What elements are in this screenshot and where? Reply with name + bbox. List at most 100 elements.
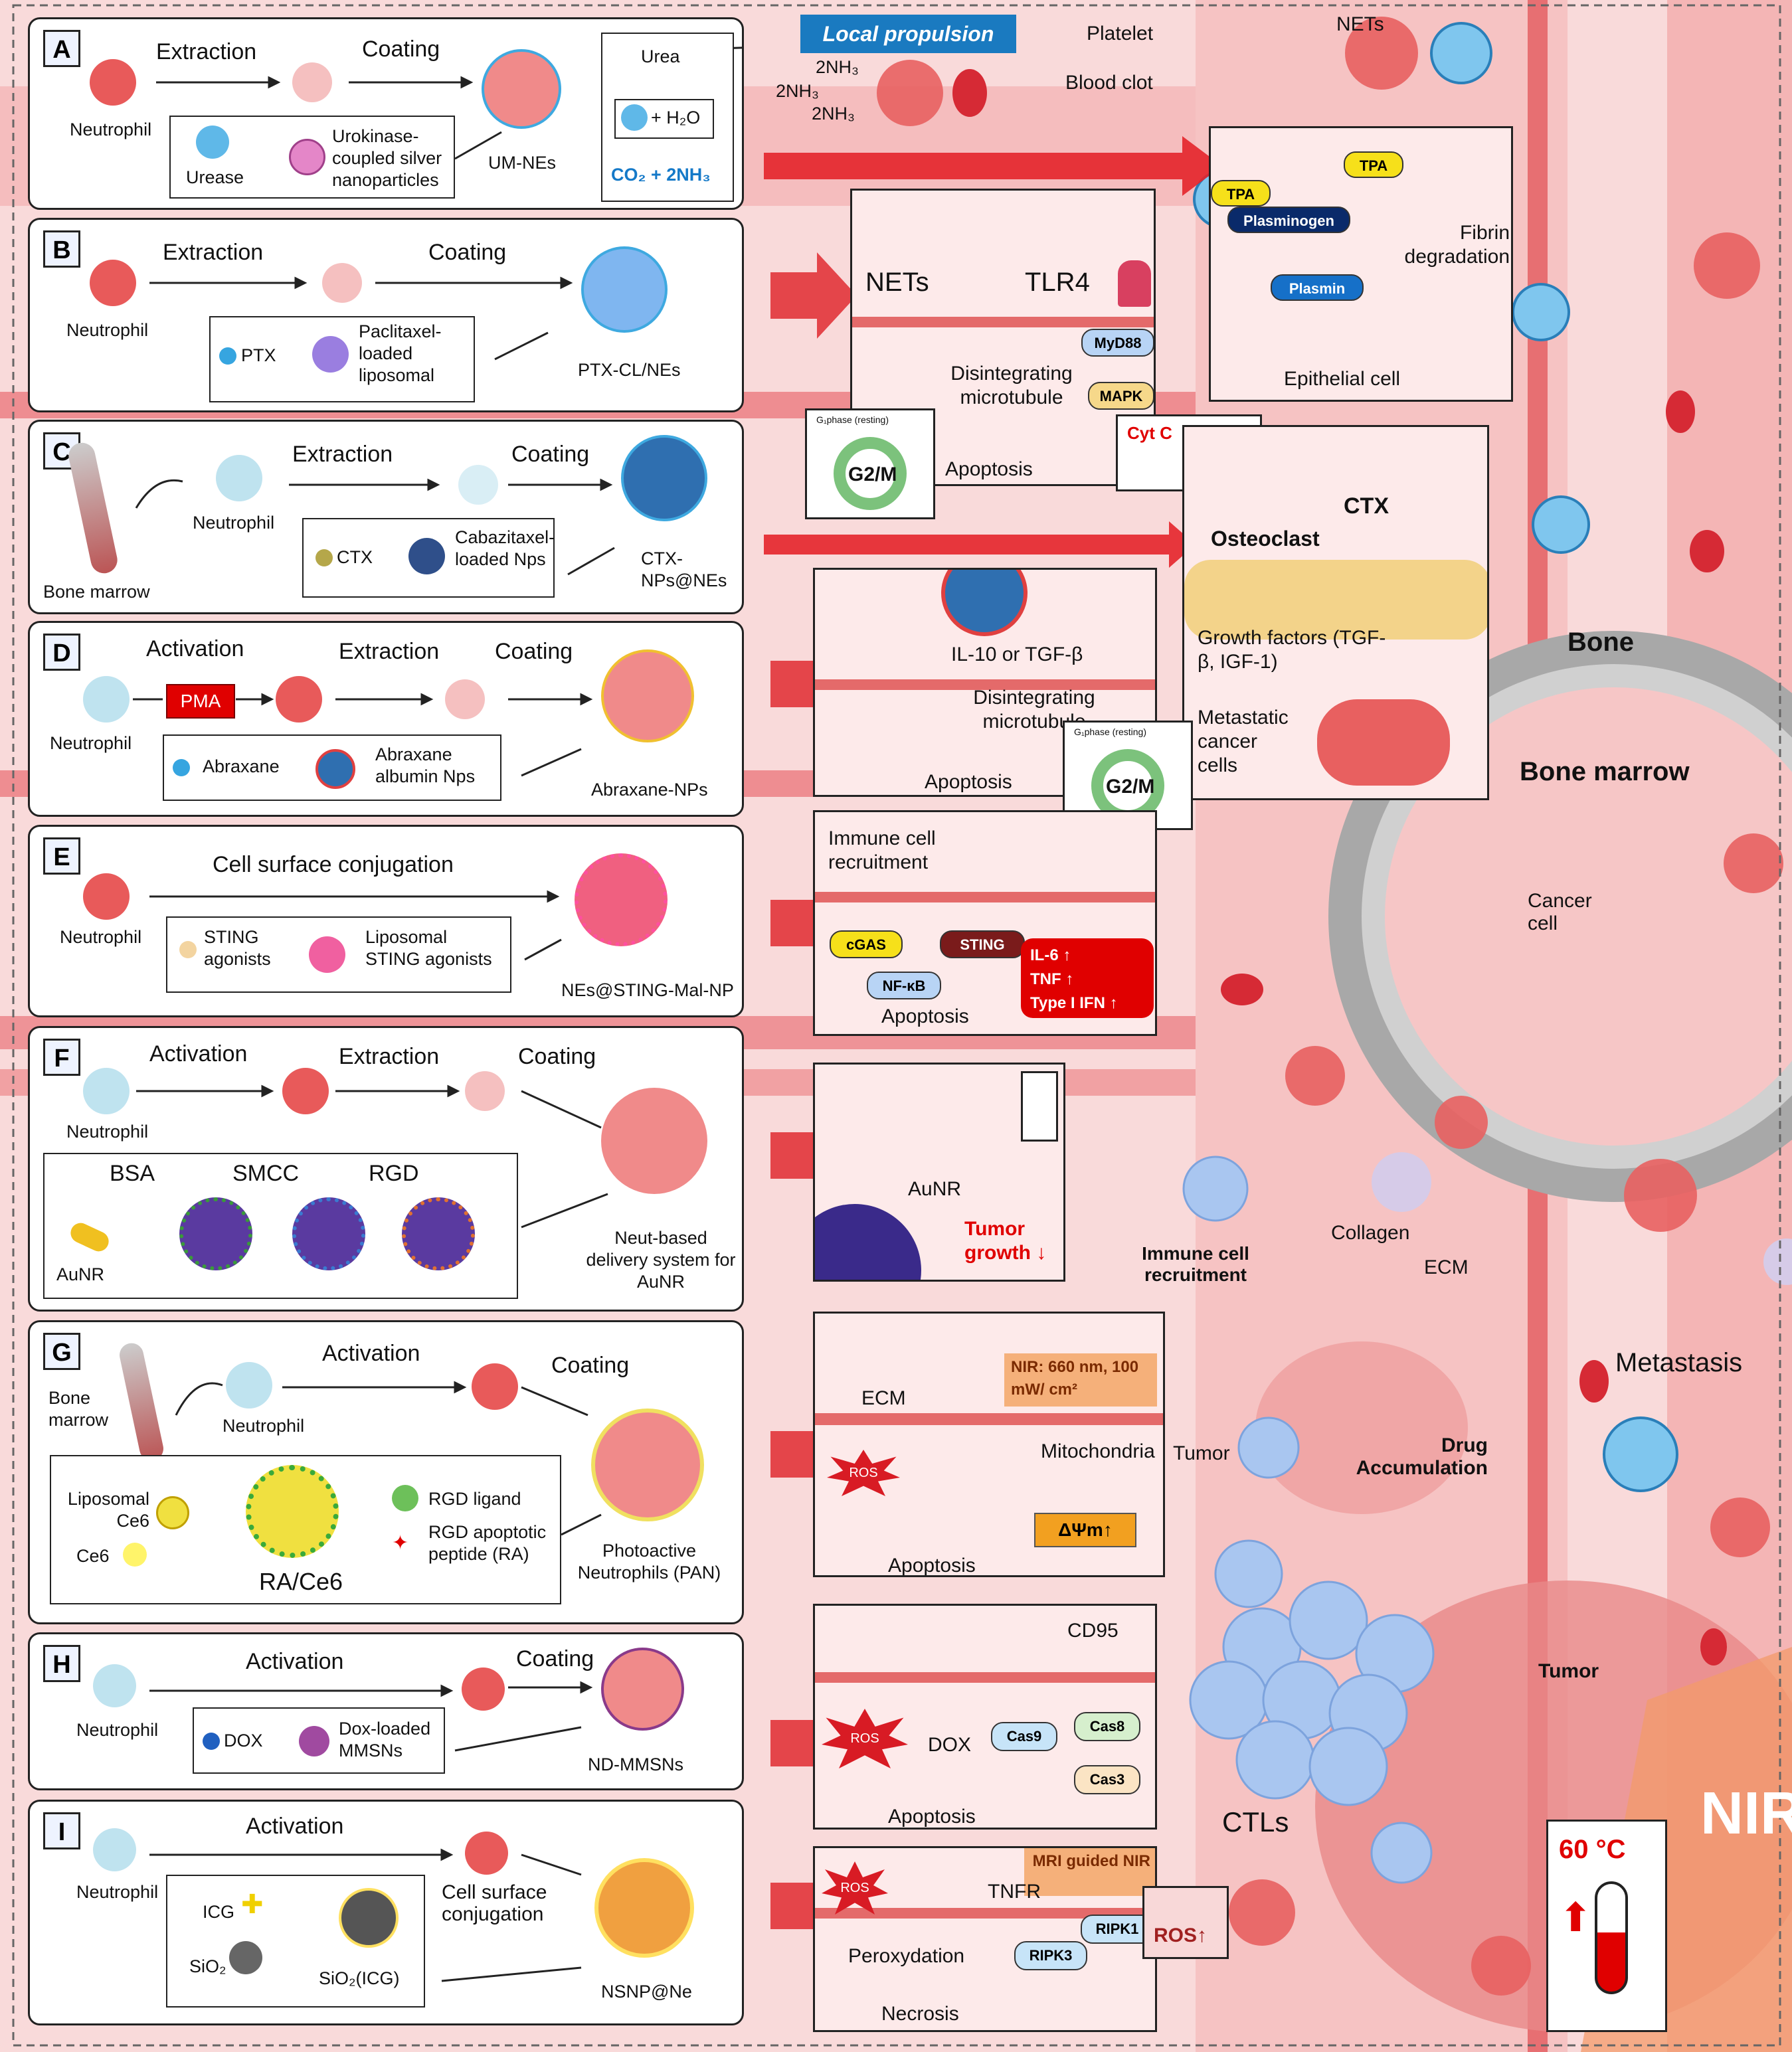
g2m-label: G2/M [1106,776,1155,798]
abraxane-label: Abraxane [203,756,280,776]
step-coating: Coating [516,1646,594,1671]
panel-letter: D [43,634,80,671]
panel-d: D Activation Extraction Coating Neutroph… [28,621,744,817]
neutrophil-icon [90,260,136,306]
mechanism-icg: MRI guided NIR TNFR ROS Peroxydation RIP… [813,1846,1157,2032]
icg-label: ICG [203,1902,235,1922]
arrows [149,1848,582,1982]
ros-star: ROS [822,1861,888,1915]
growth-factor-label: Growth factors (TGF-β, IGF-1) [1198,627,1386,673]
membrane [815,892,1155,902]
cancer-cell-label: Cancer cell [1528,890,1592,934]
step-coating: Coating [428,240,507,265]
dox-icon [203,1733,220,1750]
ecm-scene-label: ECM [1424,1256,1469,1278]
nh3-label-3: 2NH₃ [812,104,855,124]
pan-icon [591,1409,704,1521]
product-label: Neut-based delivery system for AuNR [586,1228,736,1292]
product-label: Photoactive Neutrophils (PAN) [577,1541,721,1582]
tnfr-label: TNFR [988,1881,1041,1903]
ingredient-box [209,316,475,402]
step-extraction: Extraction [339,1044,440,1069]
activated-cell-icon [472,1363,518,1410]
np-icon [941,570,1028,636]
ra-peptide-label: RGD apoptotic peptide (RA) [428,1522,547,1564]
plasmin-node: Plasmin [1271,274,1364,301]
nets-label: NETs [865,268,929,297]
apoptosis-label: Apoptosis [888,1555,976,1577]
cytokine-tnf: TNF ↑ [1030,970,1074,988]
neutrophil-icon [90,59,136,106]
ptx-icon [219,347,236,365]
step-conjugation: Cell surface conjugation [442,1881,547,1925]
tubule-label: Disintegrating microtubule [950,363,1073,408]
ra-ce6-icon [246,1465,339,1558]
sting-agonist-label: STING agonists [204,927,271,969]
cell-label: Neutrophil [76,1720,159,1740]
product-label: UM-NEs [488,153,556,173]
extracted-cell-icon [445,679,485,719]
cell-label: Neutrophil [223,1416,305,1436]
mechanism-ce6: ECM NIR: 660 nm, 100 mW/ cm² ROS Mitocho… [813,1312,1165,1577]
osteoclast-layer [1184,560,1487,640]
step-extraction: Extraction [163,240,264,265]
cell-label: Neutrophil [193,513,275,533]
agnp-icon [289,139,325,175]
arrows [175,1381,602,1536]
panel-f: F Activation Extraction Coating Neutroph… [28,1026,744,1312]
urease-icon [196,126,229,159]
mapk-node: MAPK [1088,382,1154,410]
arrows [149,276,573,361]
neutrophil-icon [93,1828,136,1871]
osteoclast-label: Osteoclast [1211,527,1320,551]
mechanism-sting: Immune cell recruitment cGAS STING NF-κB… [813,810,1157,1036]
albumin-np-icon [315,749,355,789]
panel-letter: F [43,1039,80,1076]
neutrophil-icon [83,676,130,723]
nir-label: NIR [1700,1780,1792,1847]
nsnp-icon [594,1858,694,1958]
apoptosis-label: Apoptosis [925,771,1012,793]
rgd-np-icon [402,1197,475,1270]
ce6-label: Ce6 [76,1546,110,1566]
um-nes-icon [482,49,561,129]
tlr4-label: TLR4 [1025,268,1090,297]
panel-c: C Extraction Coating Bone marrow Neutrop… [28,420,744,614]
panel-letter: A [43,30,80,67]
step-conjugation: Cell surface conjugation [213,852,454,877]
thermometer-icon [1595,1881,1628,1994]
smcc-np-icon [292,1197,365,1270]
sio2-icon [229,1941,262,1974]
perox-label: Peroxydation [848,1945,965,1967]
ctls-label: CTLs [1222,1806,1289,1838]
liposome-ce6-icon [156,1496,189,1529]
panel-letter: H [43,1645,80,1682]
aunr-np-icon [815,1204,921,1280]
water-label: + H₂O [651,108,701,128]
tlr4-receptor-icon [1118,260,1151,307]
product-label: Abraxane-NPs [591,780,708,800]
step-coating: Coating [495,639,573,664]
panel-letter: I [43,1812,80,1849]
cell-label: Neutrophil [70,120,152,139]
bone-marrow-label: Bone marrow [1520,757,1690,786]
urea-label: Urea [641,46,680,66]
reaction-products: CO₂ + 2NH₃ [611,165,711,185]
product-label: NSNP@Ne [601,1982,692,2002]
step-coating: Coating [362,37,440,62]
aunr-label: AuNR [56,1264,105,1284]
mechanism-ctx: CTX Osteoclast Growth factors (TGF-β, IG… [1182,425,1489,800]
membrane [815,1413,1163,1425]
liposomal-sting-label: Liposomal STING agonists [365,927,492,969]
blood-clot-label: Blood clot [1065,72,1153,94]
ptx-cl-nes-icon [581,246,668,333]
nfkb-node: NF-κB [867,972,941,999]
sting-node: STING [940,930,1025,958]
ingredient-box [193,1707,445,1774]
liposomal-sting-icon [309,936,345,973]
source-label: Bone marrow [43,582,150,602]
urease-small-icon [621,104,648,131]
aunr-label: AuNR [908,1178,962,1200]
membrane [815,679,1155,690]
cytokine-ifn: Type I IFN ↑ [1030,994,1118,1012]
